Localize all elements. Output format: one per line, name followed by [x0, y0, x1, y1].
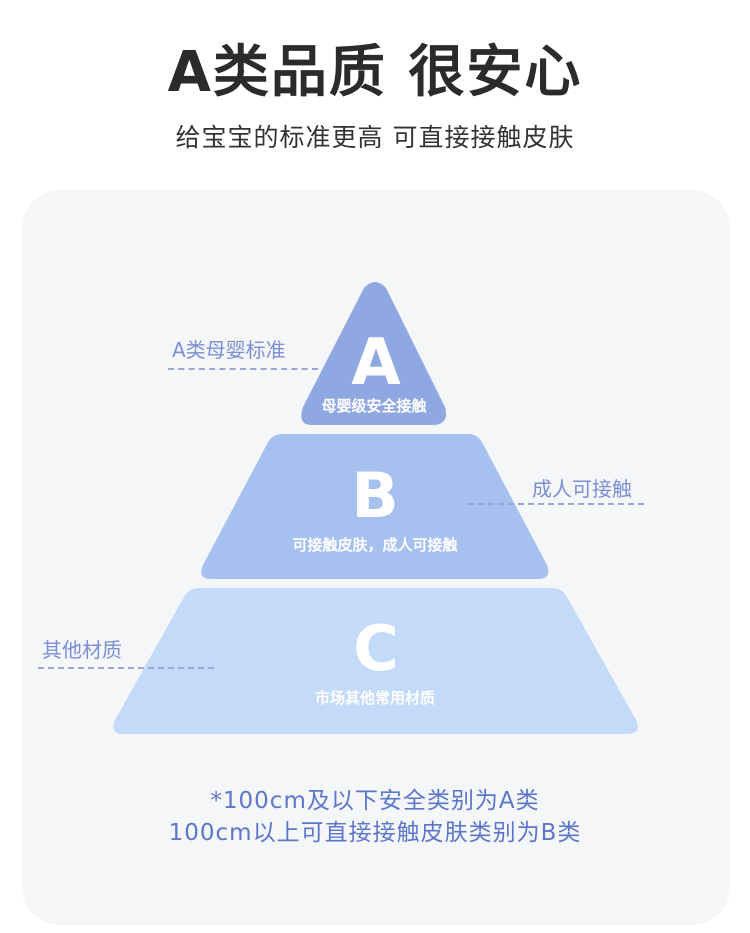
- page-subtitle: 给宝宝的标准更高 可直接接触皮肤: [175, 123, 575, 152]
- tier-c-shape: [113, 588, 638, 734]
- leader-line-c: [38, 667, 214, 669]
- page-title: A类品质 很安心: [167, 40, 583, 105]
- side-label-a: A类母婴标准: [172, 338, 286, 362]
- side-label-c: 其他材质: [42, 638, 122, 662]
- side-label-b: 成人可接触: [532, 477, 632, 501]
- tier-b-shape: [201, 434, 549, 579]
- tier-c-letter: C: [353, 612, 399, 685]
- leader-line-a: [168, 368, 318, 370]
- footnote-line-1: *100cm及以下安全类别为A类: [210, 788, 540, 814]
- footnote-line-2: 100cm以上可直接接触皮肤类别为B类: [168, 820, 582, 846]
- tier-b-letter: B: [351, 459, 398, 532]
- tier-a-letter: A: [351, 326, 401, 400]
- leader-line-b: [468, 503, 644, 505]
- tier-b-description: 可接触皮肤，成人可接触: [292, 536, 457, 554]
- tier-a-shape: [301, 282, 447, 425]
- tier-c-description: 市场其他常用材质: [315, 689, 435, 707]
- tier-a-description: 母婴级安全接触: [321, 397, 426, 415]
